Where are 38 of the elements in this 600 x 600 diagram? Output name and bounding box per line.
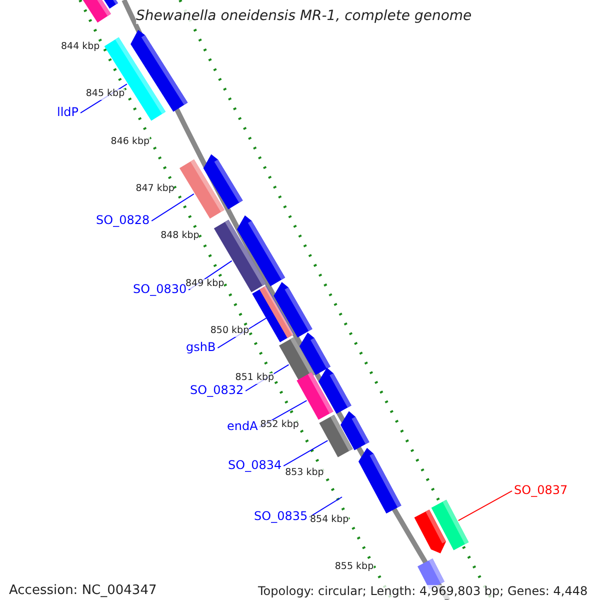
gene-label: SO_0830 xyxy=(133,283,187,297)
gene-block xyxy=(130,30,188,112)
leader-line xyxy=(151,193,194,222)
gene-block xyxy=(340,411,370,450)
scale-label: 855 kbp xyxy=(334,562,374,574)
gene-block xyxy=(318,368,352,414)
gene-block xyxy=(236,215,286,286)
genome-summary-text: Topology: circular; Length: 4,969,803 bp; Genes: 4,448 xyxy=(258,585,588,599)
scale-label: 852 kbp xyxy=(260,420,299,432)
scale-label: 853 kbp xyxy=(285,468,324,479)
title: Shewanella oneidensis MR-1, complete genome xyxy=(136,8,472,24)
scale-label: 848 kbp xyxy=(160,231,200,242)
gene-label: SO_0837 xyxy=(514,484,568,498)
accession-text: Accession: NC_004347 xyxy=(9,584,157,599)
gene-label: endA xyxy=(227,420,258,434)
gene-label: SO_0832 xyxy=(190,384,244,398)
scale-label: 844 kbp xyxy=(61,42,100,53)
scale-label: 851 kbp xyxy=(235,373,274,384)
gene-block xyxy=(299,332,330,376)
gene-block xyxy=(358,448,402,514)
gene-label: SO_0834 xyxy=(228,459,282,473)
leader-line xyxy=(283,440,328,466)
gene-label: SO_0835 xyxy=(254,510,308,524)
leader-line xyxy=(309,496,342,518)
gene-bar xyxy=(102,0,118,9)
gene-label: SO_0828 xyxy=(96,214,150,228)
gene-label: gshB xyxy=(186,341,216,355)
gene-label: lldP xyxy=(57,106,79,120)
gene-block xyxy=(414,510,446,554)
scale-label: 850 kbp xyxy=(210,326,250,337)
gene-block xyxy=(274,282,312,338)
scale-label: 845 kbp xyxy=(86,89,125,100)
scale-label: 854 kbp xyxy=(310,515,349,526)
gene-block xyxy=(203,154,243,210)
scale-label: 847 kbp xyxy=(136,184,174,195)
leader-line xyxy=(458,490,512,522)
scale-label: 846 kbp xyxy=(110,136,150,148)
scale-label: 849 kbp xyxy=(186,278,224,290)
